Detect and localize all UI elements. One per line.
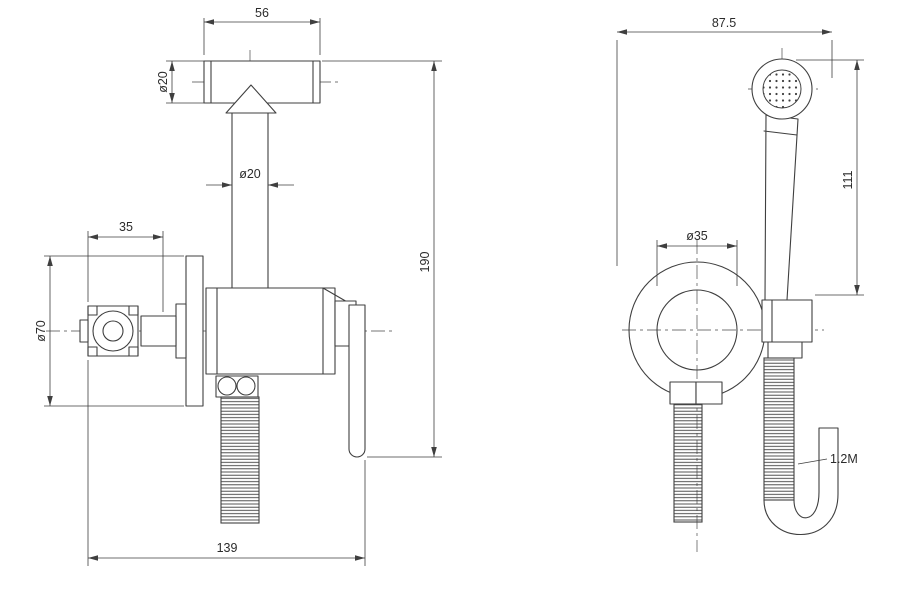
dim-front-top-width: 56 xyxy=(255,6,269,20)
riser-pipe xyxy=(231,112,269,289)
spray-face xyxy=(762,69,802,109)
dim-hose-length: 1.2M xyxy=(830,452,858,466)
holder-bracket xyxy=(761,299,813,359)
lever-handle xyxy=(334,300,366,458)
sprayer-head xyxy=(751,58,813,120)
dim-overall-height: 190 xyxy=(418,252,432,273)
front-dimensions: 56 ø20 ø20 190 35 ø70 139 xyxy=(34,6,442,566)
valve-body xyxy=(205,287,350,375)
side-dimensions: 87.5 111 ø35 1.2M xyxy=(616,16,864,466)
wall-union xyxy=(79,255,204,407)
dim-flange-diameter: ø70 xyxy=(34,320,48,342)
dim-union-offset: 35 xyxy=(119,220,133,234)
shower-hose-loop xyxy=(763,427,839,536)
sprayer-handle xyxy=(763,114,799,301)
hose-connector xyxy=(215,375,259,398)
shower-hose-side xyxy=(763,357,795,501)
dim-pipe-diameter: ø20 xyxy=(239,167,261,181)
sprayer-holder xyxy=(203,60,321,114)
supply-hose-side xyxy=(673,403,703,523)
wall-flange xyxy=(185,255,204,407)
dim-overall-width: 139 xyxy=(217,541,238,555)
supply-connectors xyxy=(669,381,723,405)
dim-handle-height: 111 xyxy=(841,170,855,189)
shower-hose-front xyxy=(220,396,260,524)
front-view xyxy=(46,50,392,524)
side-view xyxy=(622,48,839,552)
dim-side-top-width: 87.5 xyxy=(712,16,736,30)
dim-escutcheon-diameter: ø35 xyxy=(686,229,708,243)
dim-sprayer-diameter: ø20 xyxy=(156,71,170,93)
